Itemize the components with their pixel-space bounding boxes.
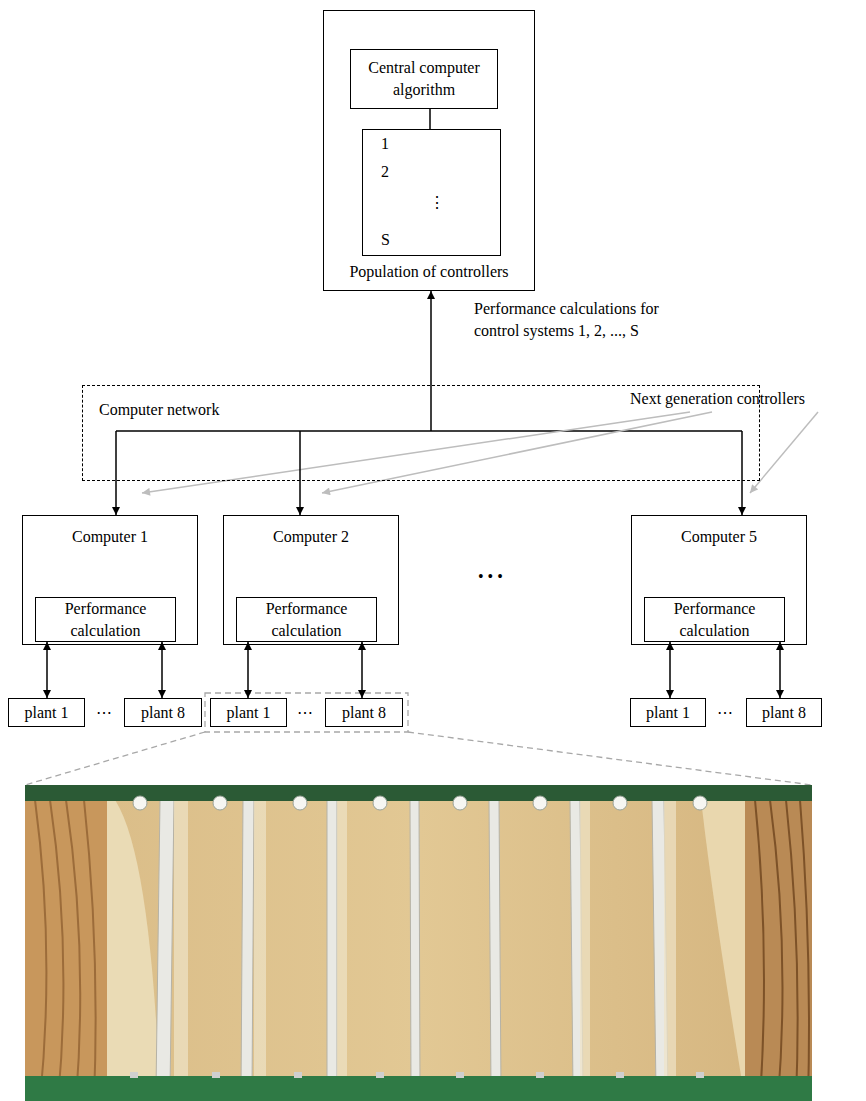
zoom-line [408, 732, 812, 785]
connector-arrow [299, 431, 301, 515]
computer-box: Computer 1 Performance calculation [22, 515, 198, 645]
population-list-box: 1 2 ⋮ S [362, 129, 501, 256]
list-item: S [381, 229, 390, 251]
list-item: 2 [381, 161, 389, 183]
plant-box: plant 8 [746, 698, 822, 727]
node-label: Central computer algorithm [357, 57, 491, 100]
connector-arrow [361, 642, 363, 698]
node-label: Computer 5 [632, 526, 806, 548]
edge-label: Performance calculations for control sys… [474, 298, 664, 343]
connector-arrow [115, 431, 117, 515]
plant-box: plant 1 [8, 698, 85, 727]
plant-photo [25, 785, 812, 1101]
node-label: plant 8 [762, 702, 806, 724]
leader-arrow [750, 412, 818, 493]
list-item: ⋮ [429, 192, 445, 214]
plant-box: plant 8 [124, 698, 202, 727]
node-label: Performance calculation [243, 598, 370, 641]
calculation-box: Performance calculation [236, 597, 377, 642]
computer-box: Computer 2 Performance calculation [223, 515, 399, 645]
controller-server-box: Population of controllers Central compute… [323, 10, 535, 291]
annotation: Next generation controllers [630, 388, 805, 410]
node-label: plant 1 [646, 702, 690, 724]
plant-box: plant 8 [325, 698, 403, 727]
zoom-bracket [205, 693, 408, 732]
calculation-box: Performance calculation [644, 597, 785, 642]
connector-arrow [46, 642, 48, 698]
connector-arrow [161, 642, 163, 698]
node-label: Computer 2 [224, 526, 398, 548]
bus-line [116, 430, 742, 432]
calculation-box: Performance calculation [35, 597, 176, 642]
ellipsis: ⋯ [297, 702, 313, 724]
node-label: plant 8 [342, 702, 386, 724]
node-label: Performance calculation [651, 598, 778, 641]
node-label: plant 1 [25, 702, 69, 724]
node-label: Performance calculation [42, 598, 169, 641]
connector-arrow [741, 431, 743, 515]
ellipsis: ⋯ [96, 702, 112, 724]
node-label: Population of controllers [324, 261, 534, 283]
connector-line [429, 109, 431, 129]
ellipsis: ⋯ [717, 702, 733, 724]
node-label: plant 1 [227, 702, 271, 724]
connector-arrow [669, 642, 671, 698]
node-label: Computer 1 [23, 526, 197, 548]
node-label: plant 8 [141, 702, 185, 724]
connector-arrow [430, 291, 432, 431]
algorithm-box: Central computer algorithm [350, 49, 498, 109]
zoom-line [25, 732, 205, 785]
plant-box: plant 1 [630, 698, 706, 727]
connector-arrow [779, 642, 781, 698]
ellipsis: • • • [478, 566, 503, 588]
computer-box: Computer 5 Performance calculation [631, 515, 807, 645]
list-item: 1 [381, 133, 389, 155]
connector-arrow [247, 642, 249, 698]
plant-box: plant 1 [210, 698, 287, 727]
